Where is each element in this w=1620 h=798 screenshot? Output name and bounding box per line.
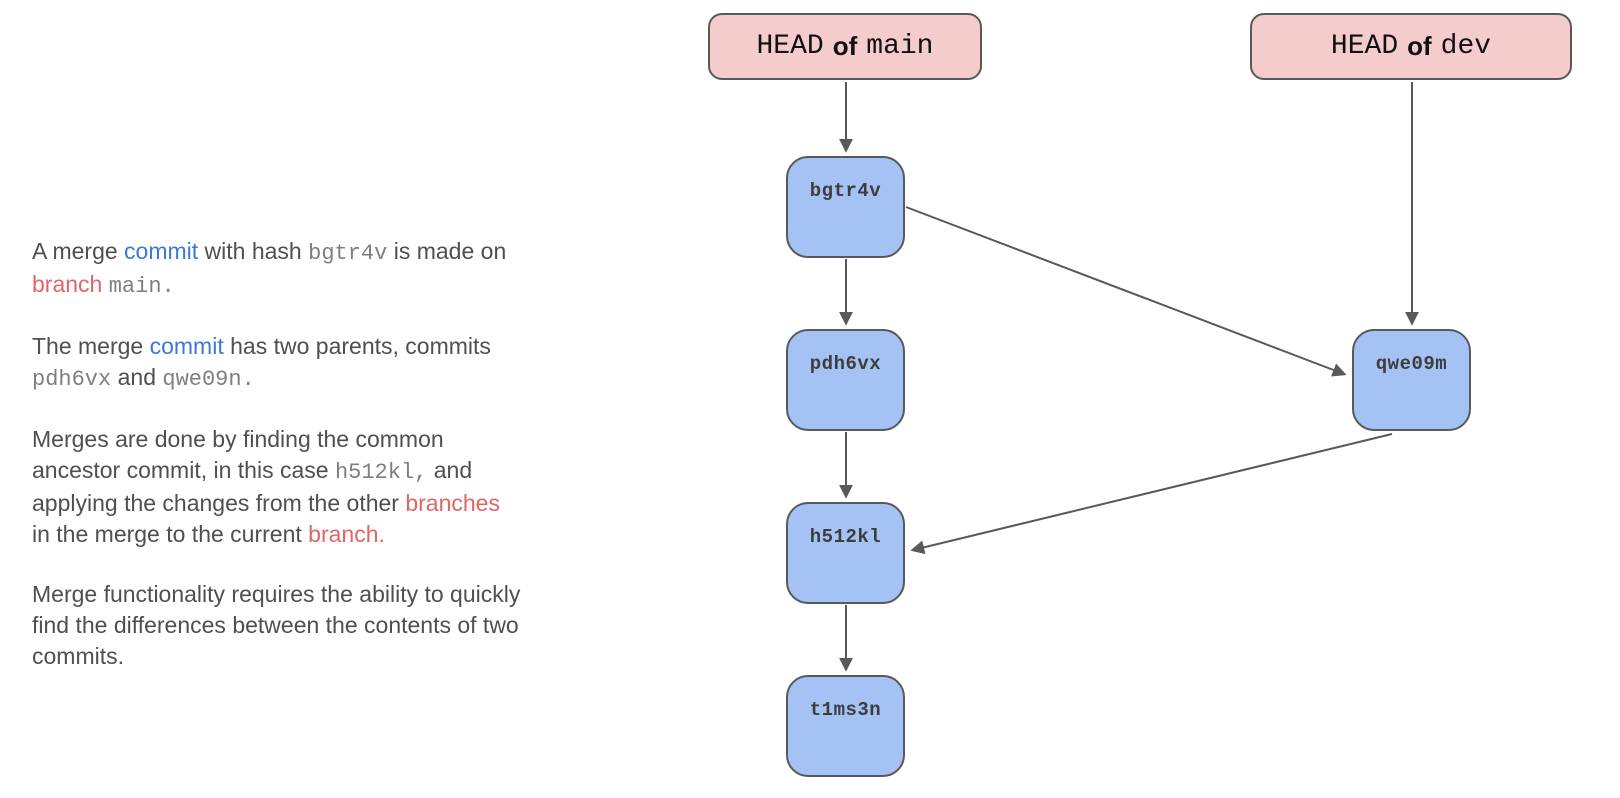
node-head-dev: HEAD of dev [1250, 13, 1572, 80]
text-line: The merge commit has two parents, commit… [32, 331, 592, 362]
node-commit-h512kl: h512kl [786, 502, 905, 604]
commit-hash-label: pdh6vx [809, 353, 882, 375]
node-commit-bgtr4v: bgtr4v [786, 156, 905, 258]
text-segment: with hash [198, 238, 309, 264]
text-segment: is made on [387, 238, 507, 264]
commit-hash-label: bgtr4v [809, 180, 882, 202]
text-segment: branches [405, 490, 500, 516]
text-line: Merge functionality requires the ability… [32, 579, 592, 610]
head-dev-word-of: of [1407, 31, 1432, 61]
head-dev-word-head: HEAD [1330, 31, 1399, 62]
text-line: ancestor commit, in this case h512kl, an… [32, 455, 592, 488]
inline-link[interactable]: commit [124, 238, 199, 264]
text-line: A merge commit with hash bgtr4v is made … [32, 236, 592, 269]
paragraph-3: Merges are done by finding the common anc… [32, 424, 592, 550]
head-main-word-branch: main [866, 31, 934, 62]
inline-link[interactable]: commit [149, 333, 224, 359]
text-line: pdh6vx and qwe09n. [32, 362, 592, 395]
node-commit-qwe09m: qwe09m [1352, 329, 1471, 431]
node-commit-t1ms3n: t1ms3n [786, 675, 905, 777]
edge-bgtr4v-to-qwe09m [905, 206, 1347, 377]
head-main-word-of: of [832, 31, 858, 61]
text-segment: and [111, 364, 163, 390]
text-segment: ancestor commit, in this case [32, 457, 335, 483]
text-segment: applying the changes from the other [32, 490, 406, 516]
text-segment: Merge functionality requires the ability… [32, 581, 521, 607]
text-segment: The merge [32, 333, 150, 359]
text-line: in the merge to the current branch. [32, 519, 592, 550]
text-line: applying the changes from the other bran… [32, 488, 592, 519]
text-segment: qwe09n. [162, 367, 255, 392]
head-dev-word-branch: dev [1440, 31, 1492, 62]
text-segment: find the differences between the content… [32, 612, 519, 638]
text-segment: pdh6vx [32, 367, 112, 392]
paragraph-1: A merge commit with hash bgtr4v is made … [32, 236, 592, 302]
text-panel: A merge commit with hash bgtr4v is made … [32, 236, 592, 701]
text-segment: branch. [308, 521, 385, 547]
text-segment: in the merge to the current [32, 521, 309, 547]
text-line: Merges are done by finding the common [32, 424, 592, 455]
text-segment: branch [32, 271, 103, 297]
edge-qwe09m-to-h512kl [910, 433, 1393, 555]
text-line: commits. [32, 641, 592, 672]
text-segment: main. [108, 274, 175, 299]
text-segment: bgtr4v [308, 241, 388, 266]
head-main-word-head: HEAD [756, 31, 824, 62]
node-head-main: HEAD of main [708, 13, 982, 80]
commit-hash-label: qwe09m [1375, 353, 1448, 375]
node-commit-pdh6vx: pdh6vx [786, 329, 905, 431]
text-segment: Merges are done by finding the common [32, 426, 444, 452]
commit-hash-label: t1ms3n [809, 699, 882, 721]
text-segment: commits. [32, 643, 124, 669]
text-line: find the differences between the content… [32, 610, 592, 641]
paragraph-2: The merge commit has two parents, commit… [32, 331, 592, 395]
text-segment: has two parents, commits [223, 333, 491, 359]
text-segment: A merge [32, 238, 125, 264]
text-line: branch main. [32, 269, 592, 302]
commit-hash-label: h512kl [809, 526, 882, 548]
paragraph-4: Merge functionality requires the ability… [32, 579, 592, 672]
text-segment: and [427, 457, 473, 483]
text-segment: h512kl, [334, 460, 428, 485]
